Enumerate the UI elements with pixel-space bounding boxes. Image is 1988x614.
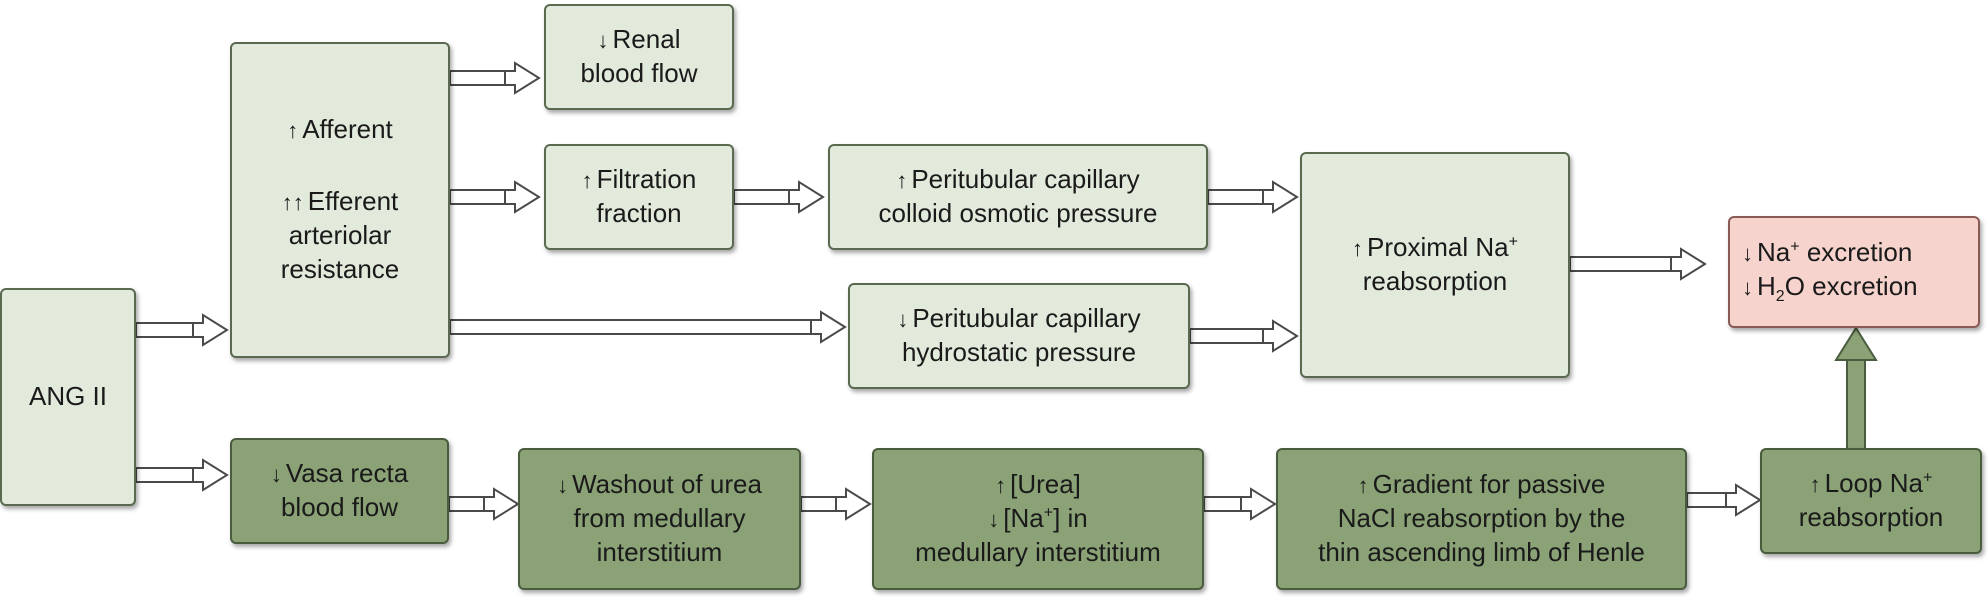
node-text: medullary interstitium xyxy=(915,536,1161,567)
node-text: Afferent xyxy=(302,114,393,145)
increase-arrow-icon: ↑ xyxy=(1357,473,1369,499)
node-text: [Na xyxy=(1003,503,1044,534)
node-medullary-interstitium: ↑[Urea] ↓[Na+] in medullary interstitium xyxy=(872,448,1204,590)
arrow-vasa-to-washout xyxy=(448,488,519,520)
node-text: ] in xyxy=(1053,503,1088,534)
node-colloid-osmotic-pressure: ↑Peritubular capillary colloid osmotic p… xyxy=(828,144,1208,250)
node-line: ↓Renal xyxy=(598,23,681,57)
node-hydrostatic-pressure: ↓Peritubular capillary hydrostatic press… xyxy=(848,283,1190,389)
node-line: ↑Filtration xyxy=(582,163,697,197)
node-proximal-na-reabsorption: ↑Proximal Na+ reabsorption xyxy=(1300,152,1570,378)
node-text: Washout of urea xyxy=(572,469,762,500)
node-text: + xyxy=(1508,233,1518,251)
node-text: blood flow xyxy=(280,492,399,522)
node-line: ↓Vasa recta xyxy=(271,457,408,491)
node-line: ↑Gradient for passive xyxy=(1358,468,1606,502)
node-excretion: ↓Na+ excretion ↓H2O excretion xyxy=(1728,216,1980,328)
arrow-filtration-to-colloid xyxy=(733,181,824,213)
node-arteriolar-resistance: ↑Afferent ↑↑Efferent arteriolar resistan… xyxy=(230,42,450,358)
node-text: thin ascending limb of Henle xyxy=(1318,536,1645,567)
node-text: + xyxy=(1043,504,1054,522)
node-text: Loop Na xyxy=(1824,468,1923,499)
node-text: arteriolar xyxy=(288,220,392,250)
node-text: fraction xyxy=(596,198,682,228)
node-text: + xyxy=(1922,469,1933,487)
decrease-arrow-icon: ↓ xyxy=(597,28,609,54)
arrow-resistance-to-renal-flow xyxy=(449,62,540,94)
increase-arrow-icon: ↑ xyxy=(1809,472,1821,498)
node-text: Peritubular capillary xyxy=(911,164,1140,195)
node-text: interstitium xyxy=(596,536,723,567)
node-text: reabsorption xyxy=(1798,502,1944,532)
arrow-ang-to-vasa xyxy=(135,459,228,491)
arrow-gradient-to-loop xyxy=(1686,484,1761,516)
node-text: excretion xyxy=(1799,237,1913,268)
node-filtration-fraction: ↑Filtration fraction xyxy=(544,144,734,250)
node-line: ↓Washout of urea xyxy=(557,468,762,502)
node-text: NaCl reabsorption by the xyxy=(1337,503,1626,534)
node-renal-blood-flow: ↓Renal blood flow xyxy=(544,4,734,110)
node-text: from medullary xyxy=(573,503,746,534)
node-line: ↑[Urea] xyxy=(995,468,1081,502)
node-text: + xyxy=(1790,238,1800,256)
node-line: ↓[Na+] in xyxy=(988,502,1088,536)
decrease-arrow-icon: ↓ xyxy=(270,462,282,488)
node-text: Na xyxy=(1757,237,1791,268)
node-text: H xyxy=(1757,270,1776,301)
increase-arrow-icon: ↑ xyxy=(281,190,293,216)
increase-arrow-icon: ↑ xyxy=(287,118,299,144)
node-text: Proximal Na xyxy=(1367,232,1509,263)
arrow-ang-to-resistance xyxy=(135,314,228,346)
node-text: Renal xyxy=(612,24,681,55)
node-text: [Urea] xyxy=(1010,469,1081,500)
node-text: Gradient for passive xyxy=(1372,469,1606,500)
node-line: ↓Peritubular capillary xyxy=(897,302,1140,336)
increase-arrow-icon: ↑ xyxy=(292,190,304,216)
node-nacl-gradient: ↑Gradient for passive NaCl reabsorption … xyxy=(1276,448,1687,590)
node-vasa-recta-blood-flow: ↓Vasa recta blood flow xyxy=(230,438,449,544)
node-line: ↑Afferent xyxy=(287,113,393,147)
increase-arrow-icon: ↑ xyxy=(995,473,1007,499)
node-label: ANG II xyxy=(28,381,107,412)
increase-arrow-icon: ↑ xyxy=(1352,236,1364,262)
node-text: 2 xyxy=(1775,288,1785,306)
node-text: hydrostatic pressure xyxy=(901,337,1137,367)
node-line: ↑↑Efferent xyxy=(282,185,399,219)
decrease-arrow-icon: ↓ xyxy=(1742,274,1753,300)
arrow-hydrostatic-to-proximal xyxy=(1189,320,1298,352)
increase-arrow-icon: ↑ xyxy=(896,168,908,194)
arrow-proximal-to-excretion xyxy=(1569,248,1706,280)
decrease-arrow-icon: ↓ xyxy=(897,307,909,333)
node-text: O excretion xyxy=(1784,270,1918,301)
node-washout-of-urea: ↓Washout of urea from medullary intersti… xyxy=(518,448,801,590)
decrease-arrow-icon: ↓ xyxy=(557,473,569,499)
node-text: Filtration xyxy=(596,164,697,195)
node-line: ↑Peritubular capillary xyxy=(896,163,1139,197)
decrease-arrow-icon: ↓ xyxy=(1742,241,1753,267)
node-line: ↓H2O excretion xyxy=(1742,270,1918,308)
node-ang-ii: ANG II xyxy=(0,288,136,506)
node-text: blood flow xyxy=(580,58,698,88)
node-loop-na-reabsorption: ↑Loop Na+ reabsorption xyxy=(1760,448,1982,554)
node-text: colloid osmotic pressure xyxy=(878,198,1158,228)
arrow-loop-to-excretion xyxy=(1834,326,1878,451)
decrease-arrow-icon: ↓ xyxy=(988,507,1000,533)
node-text: reabsorption xyxy=(1362,266,1508,296)
arrow-washout-to-urea xyxy=(800,488,871,520)
arrow-resistance-to-hydrostatic xyxy=(449,311,846,343)
arrow-urea-to-gradient xyxy=(1203,488,1276,520)
increase-arrow-icon: ↑ xyxy=(581,168,593,194)
node-text: Vasa recta xyxy=(285,458,409,489)
node-line: ↑Proximal Na+ xyxy=(1352,231,1518,265)
node-text: Peritubular capillary xyxy=(912,303,1141,334)
arrow-resistance-to-filtration xyxy=(449,181,540,213)
arrow-colloid-to-proximal xyxy=(1207,181,1298,213)
node-text: Efferent xyxy=(307,186,399,217)
node-line: ↓Na+ excretion xyxy=(1742,236,1912,270)
node-line: ↑Loop Na+ xyxy=(1810,467,1933,501)
node-text: resistance xyxy=(280,253,400,284)
